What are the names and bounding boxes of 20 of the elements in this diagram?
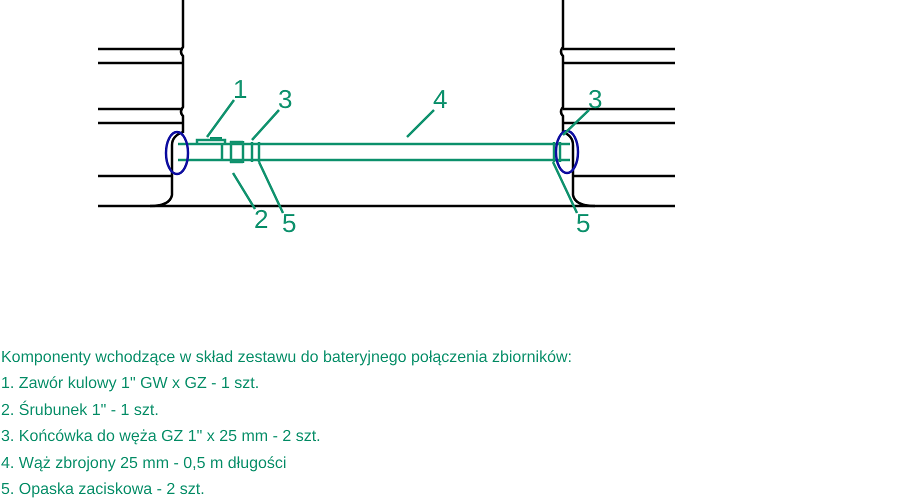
callout-number: 3 [588, 86, 602, 112]
leader-line [232, 172, 256, 210]
parts-list-item: 1. Zawór kulowy 1" GW x GZ - 1 szt. [1, 375, 260, 394]
parts-list-item: 4. Wąż zbrojony 25 mm - 0,5 m długości [1, 454, 286, 473]
parts-list-heading: Komponenty wchodzące w skład zestawu do bateryjnego połączenia zbiorników: [1, 349, 572, 367]
parts-list-item: 3. Końcówka do węża GZ 1" x 25 mm - 2 szt. [1, 428, 321, 446]
leader-line [562, 109, 590, 136]
callout-number: 4 [433, 86, 448, 112]
leader-line [258, 161, 284, 214]
parts-list-item: 2. Śrubunek 1" - 1 szt. [1, 402, 159, 420]
callout-number: 5 [282, 210, 296, 236]
callout-number: 2 [254, 206, 268, 232]
callout-number: 3 [278, 86, 292, 112]
parts-list-item: 5. Opaska zaciskowa - 2 szt. [1, 481, 205, 499]
leader-line [206, 99, 236, 138]
callout-number: 5 [576, 210, 590, 236]
callout-number: 1 [233, 76, 248, 102]
leader-line [552, 161, 578, 214]
leader-line [251, 109, 280, 141]
leader-line [406, 109, 435, 138]
